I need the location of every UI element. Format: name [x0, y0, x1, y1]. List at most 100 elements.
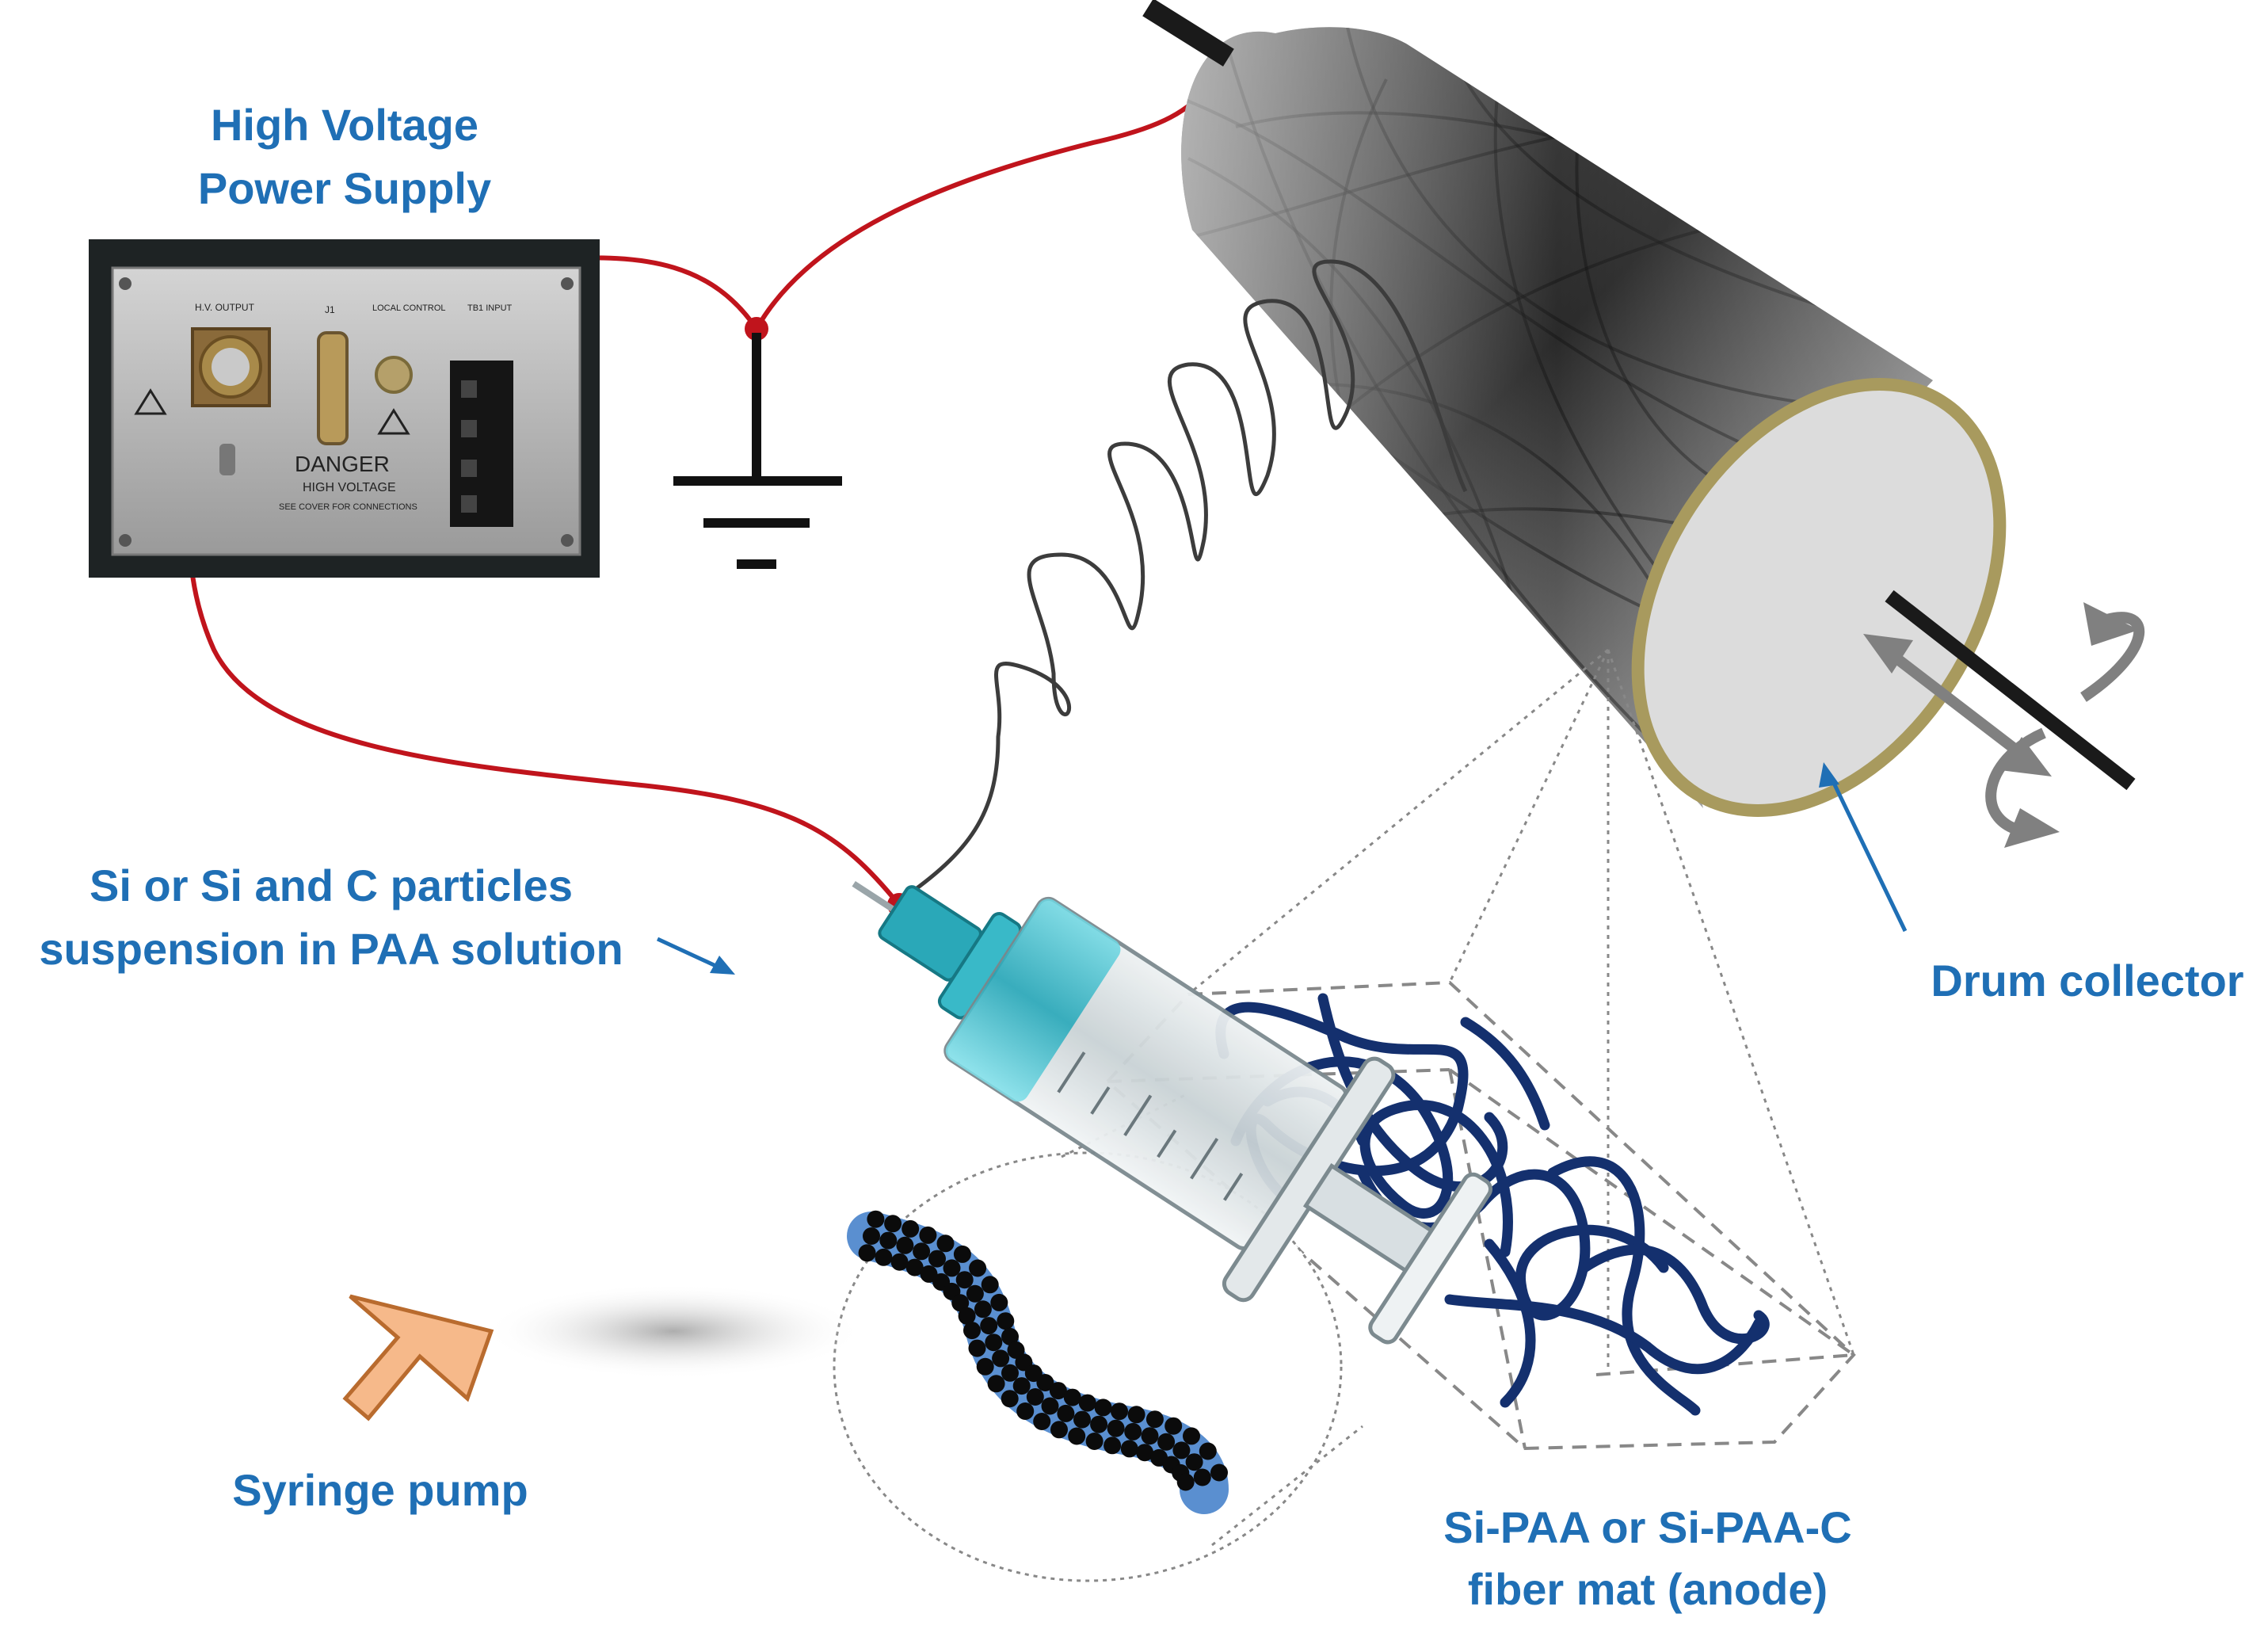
si-particle	[968, 1339, 986, 1357]
si-particle	[1145, 1410, 1164, 1429]
si-particle	[1094, 1399, 1112, 1417]
drum-collector	[1142, 0, 2007, 817]
si-particle	[981, 1276, 999, 1294]
si-particle	[875, 1248, 893, 1266]
psu-port-j1: J1	[325, 304, 335, 315]
si-particle	[976, 1357, 994, 1376]
si-particle	[1012, 1377, 1031, 1395]
si-particle	[987, 1375, 1005, 1393]
fiber-zoom-circle	[833, 1092, 1363, 1582]
si-particle	[1104, 1437, 1122, 1455]
si-particle	[1183, 1427, 1200, 1445]
si-particle	[1107, 1419, 1125, 1437]
si-particle	[1024, 1364, 1043, 1383]
si-particle	[958, 1307, 976, 1325]
drum-axle-back	[1142, 0, 1234, 67]
syringe	[483, 880, 1492, 1379]
si-particle	[1127, 1406, 1145, 1424]
si-particle	[920, 1265, 938, 1283]
si-particle	[969, 1259, 987, 1277]
si-particle	[1085, 1433, 1104, 1450]
si-particle	[1157, 1433, 1176, 1451]
si-particle	[1026, 1388, 1044, 1406]
suspension-label: Si or Si and C particles suspension in P…	[14, 852, 648, 983]
si-particle	[1185, 1453, 1203, 1471]
si-particle	[1120, 1440, 1138, 1458]
si-particle	[1141, 1427, 1159, 1445]
si-particle	[919, 1226, 937, 1244]
local-control-knob	[375, 356, 413, 394]
si-particle	[1124, 1422, 1142, 1440]
si-particle	[1199, 1442, 1217, 1460]
si-particle	[913, 1242, 931, 1261]
si-particle	[1111, 1402, 1128, 1421]
si-particle	[896, 1236, 914, 1254]
si-particle	[884, 1215, 902, 1233]
drum-pointer-arrow	[1819, 762, 1908, 933]
warning-triangle-icon	[134, 388, 167, 415]
si-particle	[1078, 1394, 1096, 1412]
syringe-pump-label: Syringe pump	[232, 1465, 528, 1515]
si-particle	[966, 1284, 984, 1303]
suspension-pointer-arrow	[656, 937, 735, 975]
warning-triangle-icon	[377, 408, 410, 435]
si-particle	[1063, 1388, 1081, 1406]
si-particle	[990, 1293, 1008, 1311]
syringe-shadow	[483, 1284, 863, 1379]
power-supply-label-line2: Power Supply	[197, 163, 492, 213]
si-particle	[1001, 1390, 1019, 1408]
si-particle	[936, 1234, 955, 1253]
si-particle	[1090, 1415, 1108, 1433]
si-particle	[1176, 1473, 1195, 1491]
si-particle	[1033, 1413, 1051, 1430]
si-particle	[1068, 1427, 1086, 1445]
toggle-switch	[219, 444, 235, 475]
psu-see-cover: SEE COVER FOR CONNECTIONS	[279, 502, 417, 512]
fiber-mat-label-line1: Si-PAA or Si-PAA-C	[1443, 1502, 1852, 1552]
si-particle	[980, 1317, 998, 1335]
si-particle	[1057, 1404, 1075, 1422]
suspension-label-line2: suspension in PAA solution	[39, 924, 623, 974]
si-particle	[1049, 1382, 1067, 1400]
fiber-mat-label-line2: fiber mat (anode)	[1467, 1564, 1828, 1614]
dsub-port	[317, 331, 349, 445]
si-particle	[890, 1253, 909, 1271]
fiber-mat-label: Si-PAA or Si-PAA-C fiber mat (anode)	[1426, 1494, 1870, 1624]
si-particle	[928, 1250, 946, 1268]
ground-symbol-icon	[673, 333, 842, 569]
power-supply-label: High Voltage Power Supply	[158, 91, 531, 223]
si-particle	[867, 1210, 885, 1228]
axial-arrow-icon	[1863, 634, 2052, 777]
suspension-label-line1: Si or Si and C particles	[90, 860, 573, 910]
si-particle	[1016, 1402, 1035, 1420]
power-supply-unit: H.V. OUTPUT J1 LOCAL CONTROL TB1 INPUT D…	[89, 239, 600, 578]
psu-hv-output: H.V. OUTPUT	[195, 302, 255, 313]
psu-high-voltage: HIGH VOLTAGE	[303, 481, 396, 494]
syringe-liquid	[945, 899, 1121, 1102]
si-particle	[905, 1258, 924, 1276]
si-particle	[858, 1244, 876, 1262]
rotation-arrow-icon	[1985, 602, 2145, 848]
si-particle	[963, 1322, 981, 1340]
si-particle	[974, 1300, 992, 1318]
si-particle	[992, 1349, 1010, 1368]
drum-end-face	[1631, 378, 2007, 817]
junction-dot	[745, 317, 768, 341]
psu-danger: DANGER	[295, 452, 390, 476]
si-particle	[951, 1294, 970, 1312]
si-particle	[1001, 1327, 1019, 1345]
si-particle	[943, 1259, 961, 1277]
drum-axle	[1885, 590, 2136, 791]
terminal-block	[450, 361, 513, 527]
si-particle	[1001, 1364, 1019, 1382]
si-particle	[1172, 1441, 1191, 1460]
psu-input: TB1 INPUT	[467, 303, 513, 313]
si-particle	[901, 1219, 920, 1238]
si-particle	[1136, 1444, 1154, 1462]
si-particle	[953, 1245, 971, 1263]
si-particle	[863, 1227, 880, 1245]
si-particle	[1073, 1410, 1091, 1429]
si-particle	[1036, 1374, 1054, 1391]
power-supply-label-line1: High Voltage	[210, 100, 479, 150]
